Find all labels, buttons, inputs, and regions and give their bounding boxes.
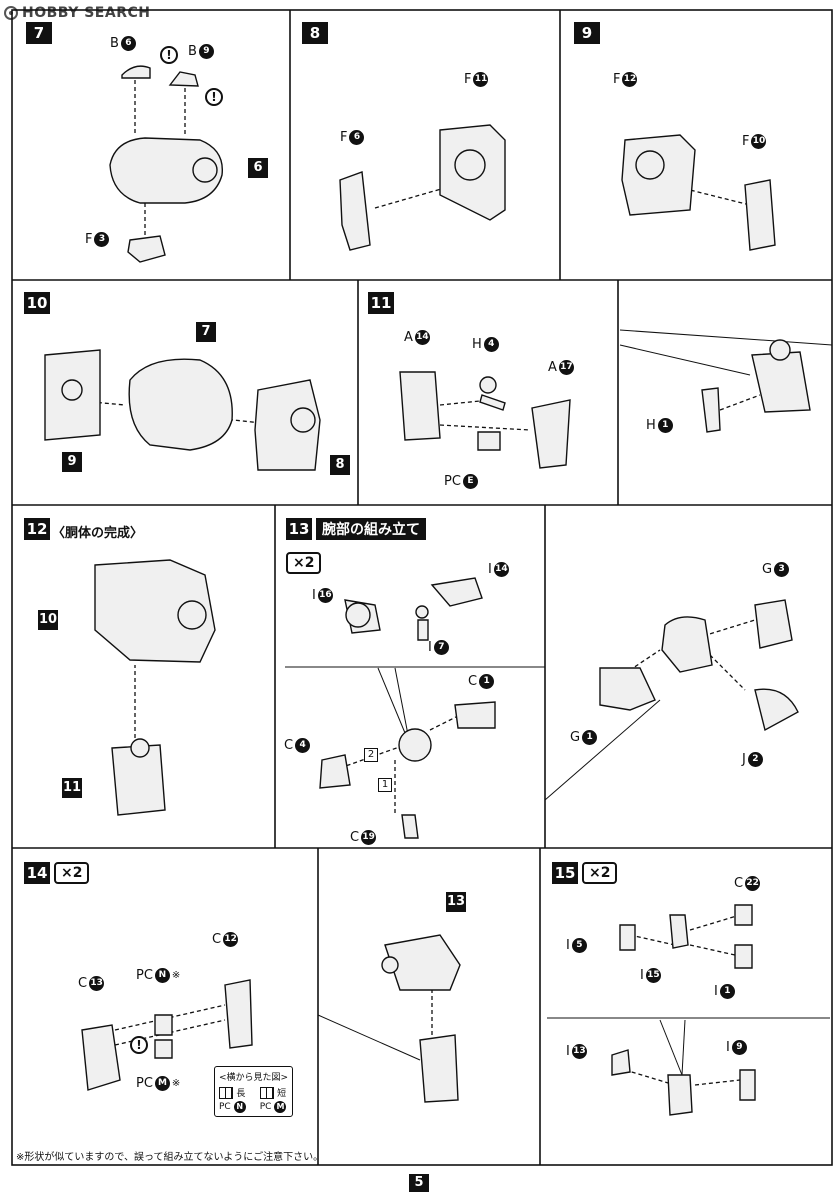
inset-pc-m-number: M (274, 1101, 287, 1113)
sequence-1: 1 (378, 778, 392, 792)
ref-step-10: 10 (38, 610, 58, 630)
caution-icon: ! (205, 88, 223, 106)
multiplier-badge: ×2 (54, 862, 90, 884)
inset-title: <横から見た図> (219, 1073, 289, 1083)
sequence-2: 2 (364, 748, 378, 762)
ref-step-7: 7 (196, 322, 216, 342)
step-12-number: 12 (24, 518, 50, 540)
step-11-number: 11 (368, 292, 394, 314)
step-13-number: 13 (286, 518, 312, 540)
step-7-number: 7 (26, 22, 52, 44)
ref-step-6: 6 (248, 158, 268, 178)
inset-pc-n-letter: PC (219, 1102, 231, 1112)
logo-text: HOBBY SEARCH (22, 5, 151, 21)
step-14-number: 14 (24, 862, 50, 884)
step-10-number: 10 (24, 292, 50, 314)
label-short: 短 (277, 1089, 287, 1099)
step-15-number: 15 (552, 862, 578, 884)
page-number: 5 (409, 1174, 429, 1192)
watermark-logo: HOBBY SEARCH (4, 4, 150, 22)
ref-step-8: 8 (330, 455, 350, 475)
inset-pc-n-number: N (233, 1101, 246, 1113)
caution-icon: ! (130, 1036, 148, 1054)
footnote: ※形状が似ていますので、誤って組み立てないようにご注意下さい。 (16, 1152, 324, 1163)
multiplier-badge: ×2 (582, 862, 618, 884)
inset-pc-m-letter: PC (259, 1102, 272, 1112)
step-8-number: 8 (302, 22, 328, 44)
step-12-title: 〈胴体の完成〉 (52, 526, 144, 541)
caution-icon: ! (160, 46, 178, 64)
label-long: 長 (236, 1089, 246, 1099)
logo-icon (4, 6, 18, 20)
multiplier-badge: ×2 (286, 552, 322, 574)
ref-step-9: 9 (62, 452, 82, 472)
step-13-title: 腕部の組み立て (316, 518, 426, 540)
ref-step-13: 13 (446, 892, 466, 912)
ref-step-11: 11 (62, 778, 82, 798)
step-9-number: 9 (574, 22, 600, 44)
